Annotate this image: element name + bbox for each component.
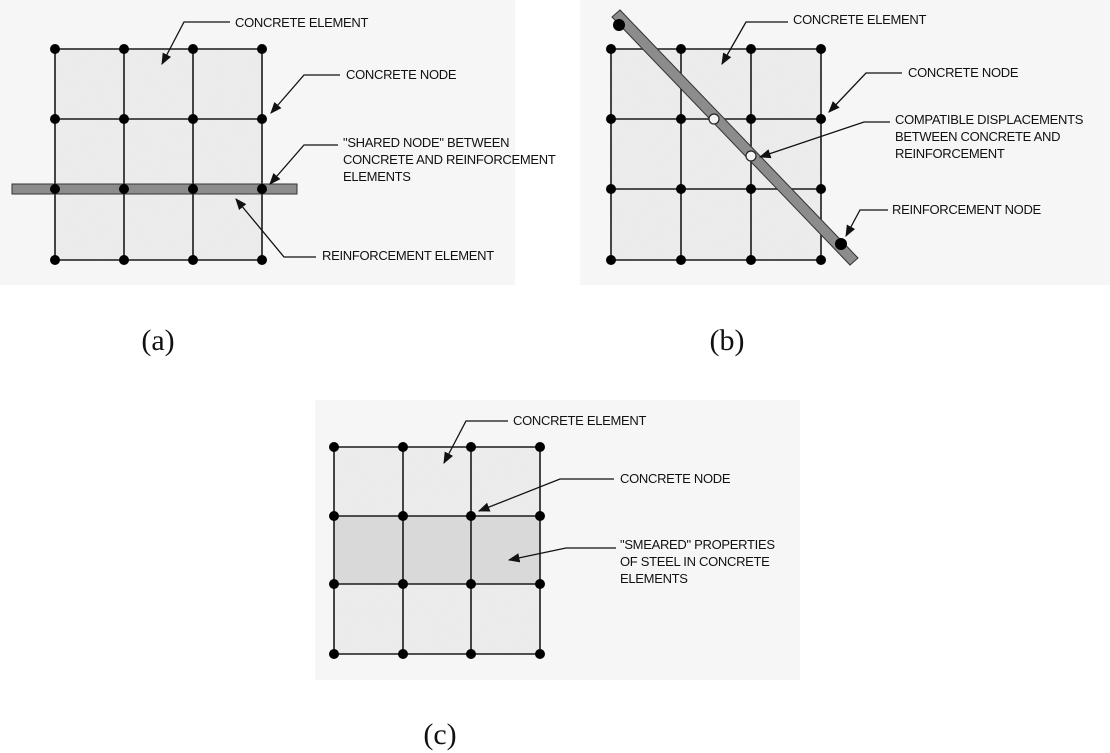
panel-c: CONCRETE ELEMENT CONCRETE NODE "SMEARED"… bbox=[315, 400, 800, 751]
panel-a-caption: (a) bbox=[141, 324, 174, 357]
panel-b-leaders bbox=[721, 21, 902, 238]
panel-c-grid-lines bbox=[333, 446, 541, 655]
panel-b-concrete-node-label: CONCRETE NODE bbox=[908, 65, 1019, 80]
panel-c-caption: (c) bbox=[423, 718, 456, 751]
panel-a-reinforcement-bar bbox=[11, 183, 298, 195]
panel-a-concrete-texture bbox=[55, 49, 262, 260]
panel-b-concrete-element-label: CONCRETE ELEMENT bbox=[793, 12, 927, 27]
panel-b-intersection-node-2 bbox=[745, 150, 757, 162]
panel-b-reinforcement-bar bbox=[611, 9, 859, 266]
panel-a-shared-node-label: "SHARED NODE" BETWEEN CONCRETE AND REINF… bbox=[343, 135, 559, 184]
panel-b-concrete-texture bbox=[611, 49, 821, 260]
panel-c-concrete-element-label: CONCRETE ELEMENT bbox=[513, 413, 647, 428]
panel-b-intersection-node-1 bbox=[708, 113, 720, 125]
panel-a-concrete-element-label: CONCRETE ELEMENT bbox=[235, 15, 369, 30]
panel-b-rebar-end-node bbox=[835, 238, 847, 250]
panel-c-smeared-steel-row bbox=[334, 516, 540, 584]
panel-b: CONCRETE ELEMENT CONCRETE NODE COMPATIBL… bbox=[580, 0, 1110, 357]
panel-c-nodes bbox=[329, 442, 545, 659]
panel-c-leaders bbox=[443, 420, 616, 563]
panel-b-rebar-start-node bbox=[613, 19, 625, 31]
panel-b-nodes bbox=[606, 44, 826, 265]
panel-b-caption: (b) bbox=[710, 324, 745, 357]
panel-c-smeared-label: "SMEARED" PROPERTIES OF STEEL IN CONCRET… bbox=[620, 537, 778, 586]
panel-a-concrete-node-label: CONCRETE NODE bbox=[346, 67, 457, 82]
panel-b-reinforcement-node-label: REINFORCEMENT NODE bbox=[892, 202, 1042, 217]
panel-a: CONCRETE ELEMENT CONCRETE NODE "SHARED N… bbox=[0, 0, 559, 357]
panel-a-leaders bbox=[161, 21, 340, 258]
panel-a-nodes bbox=[50, 44, 267, 265]
panel-a-reinforcement-element-label: REINFORCEMENT ELEMENT bbox=[322, 248, 494, 263]
panel-b-compatible-label: COMPATIBLE DISPLACEMENTS BETWEEN CONCRET… bbox=[895, 112, 1086, 161]
panel-c-concrete-node-label: CONCRETE NODE bbox=[620, 471, 731, 486]
